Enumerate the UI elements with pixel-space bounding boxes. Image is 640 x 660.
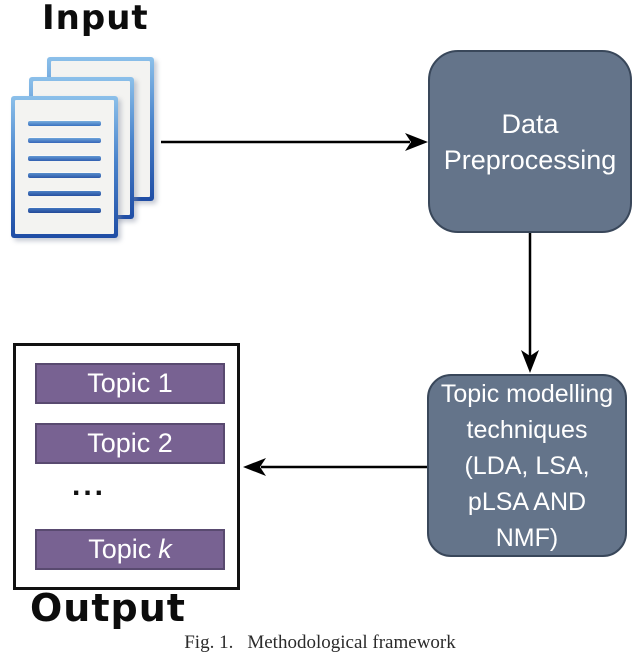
topic-k-label-prefix: Topic bbox=[88, 534, 152, 564]
figure-caption-text: Methodological framework bbox=[247, 632, 456, 653]
document-text-line bbox=[28, 155, 101, 161]
input-label: Input bbox=[42, 0, 149, 38]
document-text-line bbox=[28, 173, 101, 179]
document-page-front-icon bbox=[11, 96, 118, 238]
topic-modelling-box: Topic modelling techniques (LDA, LSA, pL… bbox=[427, 374, 627, 557]
arrow-preprocessing-to-topicmodelling bbox=[521, 233, 539, 373]
document-text-line bbox=[28, 120, 101, 126]
topics-ellipsis: ... bbox=[72, 469, 107, 502]
topic-2-label: Topic 2 bbox=[87, 428, 173, 458]
topic-modelling-line3: (LDA, LSA, bbox=[464, 451, 590, 480]
document-text-line bbox=[28, 208, 101, 214]
data-preprocessing-box: Data Preprocessing bbox=[428, 50, 632, 233]
data-preprocessing-line2: Preprocessing bbox=[443, 144, 617, 175]
figure-caption-number: Fig. 1. bbox=[184, 632, 234, 653]
topic-modelling-line1: Topic modelling bbox=[440, 379, 614, 408]
document-text-line bbox=[28, 190, 101, 196]
topic-modelling-line4: pLSA AND bbox=[467, 487, 587, 516]
data-preprocessing-line1: Data bbox=[501, 108, 559, 139]
topic-1-label: Topic 1 bbox=[87, 368, 173, 398]
topic-2-bar: Topic 2 bbox=[35, 423, 225, 464]
document-page-surface bbox=[15, 100, 114, 234]
topic-modelling-line2: techniques bbox=[466, 415, 588, 444]
document-text-line bbox=[28, 138, 101, 144]
arrow-input-to-preprocessing bbox=[161, 133, 428, 151]
output-label: Output bbox=[30, 586, 186, 630]
topic-modelling-line5: NMF) bbox=[495, 523, 559, 552]
arrow-topicmodelling-to-output bbox=[243, 458, 427, 476]
output-topics-box: Topic 1 Topic 2 ... Topic k bbox=[13, 343, 240, 590]
topic-k-bar: Topic k bbox=[35, 529, 225, 570]
topic-1-bar: Topic 1 bbox=[35, 363, 225, 404]
topic-k-variable: k bbox=[158, 534, 172, 564]
figure-caption: Fig. 1. Methodological framework bbox=[0, 632, 640, 654]
